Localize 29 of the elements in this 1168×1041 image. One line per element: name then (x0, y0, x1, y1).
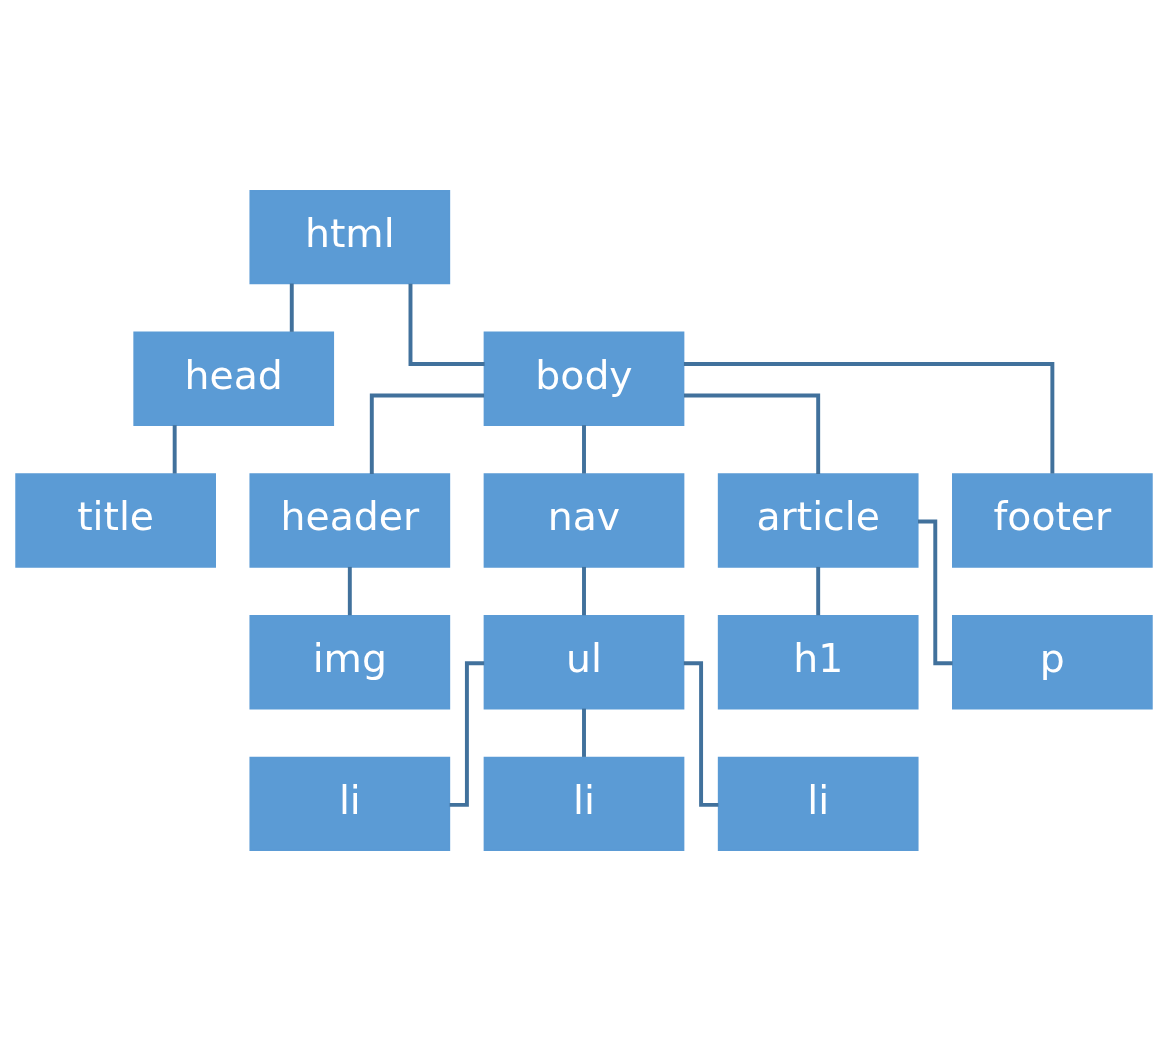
node-box: title (15, 473, 216, 568)
connector (369, 393, 485, 474)
connector (684, 393, 821, 474)
node-box: head (133, 331, 335, 427)
connector (683, 661, 719, 807)
connector (582, 425, 586, 474)
connector (582, 708, 586, 757)
node-box: nav (483, 473, 685, 568)
connector (918, 519, 953, 666)
connector (449, 661, 485, 807)
node-box: li (717, 756, 919, 852)
node-box: h1 (717, 614, 919, 710)
node-box: p (952, 614, 1153, 710)
connector (172, 425, 177, 474)
node-box: article (717, 473, 919, 568)
connector (408, 283, 485, 367)
connector (816, 566, 821, 616)
node-box: html (249, 189, 451, 285)
node-box: body (483, 331, 685, 427)
connector (582, 566, 586, 616)
node-box: footer (952, 473, 1153, 568)
node-box: li (249, 756, 451, 852)
node-box: li (483, 756, 685, 852)
connector (347, 566, 352, 616)
node-box: img (249, 614, 451, 710)
node-box: header (249, 473, 451, 568)
connector (683, 362, 1055, 474)
node-box: ul (483, 614, 685, 710)
connector (289, 283, 294, 332)
